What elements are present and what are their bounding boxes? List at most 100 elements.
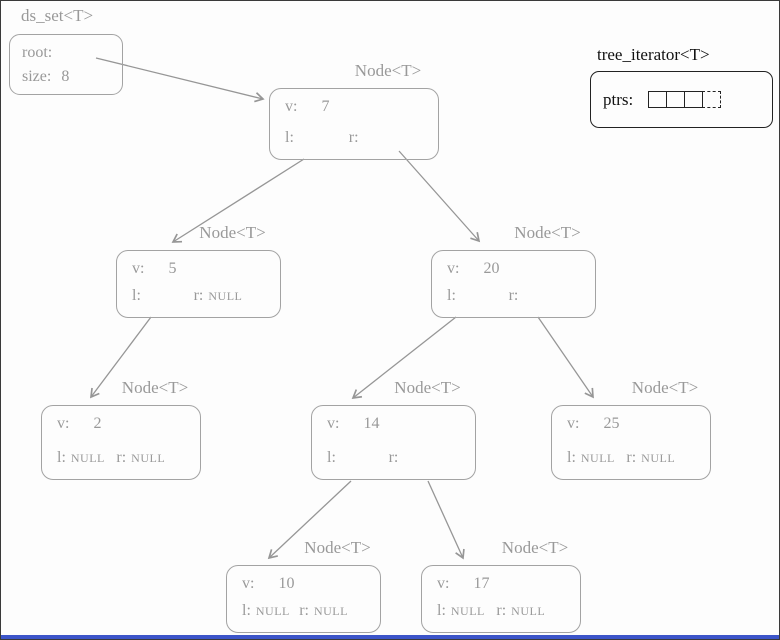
node-pointer-row: l: r: [327, 449, 467, 468]
r-null: NULL [511, 604, 546, 618]
node-title: Node<T> [394, 378, 461, 397]
left-pointer: l: [447, 287, 461, 304]
l-label: l: [447, 287, 456, 304]
node-title: Node<T> [304, 538, 371, 557]
right-pointer: r: NULL [626, 449, 675, 467]
node-box: v: 25 l: NULL r: NULL [551, 405, 711, 480]
node-pointer-row: l: r: [447, 287, 587, 306]
v-value: 17 [473, 575, 490, 592]
node-title: Node<T> [354, 61, 422, 80]
node-title: Node<T> [501, 538, 569, 557]
node-value-row: v:10 [242, 575, 294, 593]
size-field: size:8 [22, 65, 110, 89]
v-value: 7 [321, 98, 330, 115]
v-value: 2 [93, 415, 102, 432]
window-bottom-edge [1, 635, 779, 639]
right-pointer: r: [349, 129, 364, 147]
node-value-row: v: 20 [447, 260, 499, 278]
l-null: NULL [450, 604, 485, 618]
l-label: l: [567, 449, 576, 466]
left-pointer: l: [327, 449, 341, 466]
node-7: Node<T> v:7 l: r: [269, 61, 439, 160]
r-label: r: [508, 287, 519, 304]
left-pointer: l: NULL [567, 449, 615, 466]
node-10: Node<T> v:10 l: NULL r: NULL [226, 538, 381, 633]
node-2: Node<T> v:2 l:NULL r:NULL [41, 378, 201, 480]
v-label: v: [447, 260, 460, 277]
l-label: l: [57, 449, 66, 466]
v-label: v: [567, 415, 580, 432]
node-25: Node<T> v: 25 l: NULL r: NULL [551, 378, 711, 480]
ptr-cell [666, 91, 686, 108]
left-pointer: l: [132, 287, 146, 304]
node-value-row: v: 5 [132, 260, 176, 278]
v-label: v: [132, 260, 145, 277]
l-label: l: [437, 602, 446, 619]
r-null: NULL [313, 604, 348, 618]
v-value: 20 [483, 260, 500, 277]
l-label: l: [285, 129, 294, 146]
node-box: v: 5 l: r: NULL [116, 250, 281, 318]
l-label: l: [132, 287, 141, 304]
ds-set-box: root: size:8 [9, 34, 123, 95]
node-pointer-row: l: NULL r: NULL [567, 449, 702, 468]
node-value-row: v: 17 [437, 575, 489, 593]
r-label: r: [496, 602, 507, 619]
v-label: v: [57, 415, 70, 432]
l-null: NULL [580, 451, 615, 465]
tree-iterator-box: ptrs: [590, 71, 773, 128]
r-label: r: [388, 449, 399, 466]
v-label: v: [437, 575, 450, 592]
ds-set-title: ds_set<T> [21, 6, 94, 25]
r-label: r: [299, 602, 309, 619]
node-title: Node<T> [199, 223, 266, 242]
node-20: Node<T> v: 20 l: r: [431, 223, 596, 318]
node-box: v:7 l: r: [269, 88, 439, 160]
node-value-row: v: 25 [567, 415, 619, 433]
node-box: v: 17 l: NULL r: NULL [421, 565, 581, 633]
left-pointer: l: NULL [57, 449, 105, 466]
v-value: 14 [363, 415, 380, 432]
ptr-cell-dashed [702, 91, 722, 108]
right-pointer: r: [509, 287, 524, 305]
l-label: l: [242, 602, 251, 619]
r-label: r: [193, 287, 204, 304]
node-box: v: 20 l: r: [431, 250, 596, 318]
r-label: r: [626, 449, 637, 466]
node-pointer-row: l: r: NULL [132, 287, 272, 306]
right-pointer: r: NULL [496, 602, 545, 620]
node-pointer-row: l: NULL r: NULL [57, 449, 192, 468]
node-box: v:14 l: r: [311, 405, 476, 480]
node-title: Node<T> [631, 378, 699, 397]
v-value: 5 [168, 260, 177, 277]
node-box: v:10 l: NULL r: NULL [226, 565, 381, 633]
right-pointer: r: [389, 449, 404, 467]
ptrs-label: ptrs: [603, 89, 634, 109]
ptr-cell [684, 91, 704, 108]
l-null: NULL [70, 451, 105, 465]
node-17: Node<T> v: 17 l: NULL r: NULL [421, 538, 581, 633]
right-pointer: r: NULL [299, 602, 348, 620]
r-null: NULL [641, 451, 676, 465]
l-null: NULL [255, 604, 290, 618]
node-pointer-row: l: NULL r: NULL [437, 602, 572, 621]
ptrs-array [648, 91, 722, 108]
tree-iterator-title: tree_iterator<T> [597, 45, 710, 64]
v-value: 10 [278, 575, 295, 592]
v-value: 25 [603, 415, 620, 432]
node-14: Node<T> v:14 l: r: [311, 378, 476, 480]
r-label: r: [116, 449, 127, 466]
node-box: v: 2 l: NULL r: NULL [41, 405, 201, 480]
node-5: Node<T> v: 5 l: r: NULL [116, 223, 281, 318]
l-label: l: [327, 449, 336, 466]
node-pointer-row: l: NULL r: NULL [242, 602, 372, 621]
left-pointer: l: NULL [437, 602, 485, 619]
left-pointer: l: NULL [242, 602, 290, 619]
r-label: r: [348, 129, 359, 146]
node-value-row: v: 2 [57, 415, 101, 433]
r-null: NULL [208, 289, 243, 303]
left-pointer: l: [285, 129, 299, 146]
node-title: Node<T> [514, 223, 581, 242]
r-null: NULL [131, 451, 166, 465]
